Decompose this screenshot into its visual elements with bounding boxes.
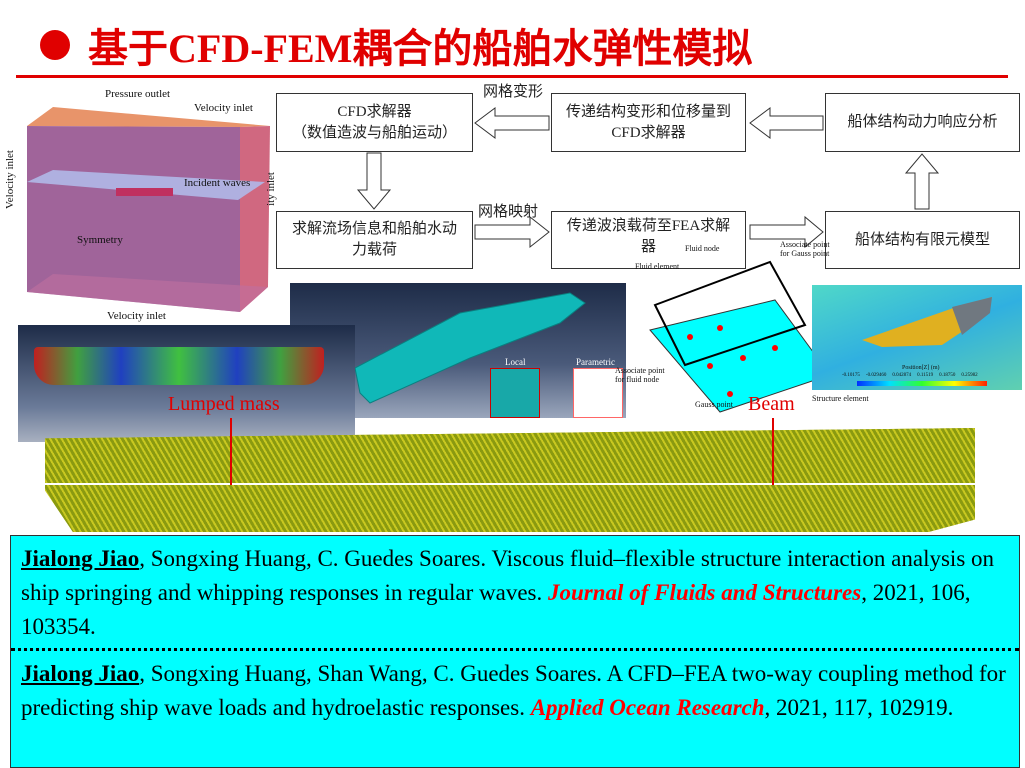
- fe-model-box: 船体结构有限元模型: [825, 211, 1020, 269]
- mesh-deform-label: 网格变形: [483, 84, 544, 100]
- symmetry-label: Symmetry: [77, 234, 123, 246]
- cfd-domain-figure: Pressure outlet Velocity inlet Velocity …: [0, 82, 290, 327]
- local-element-inset: [490, 368, 540, 418]
- lumped-mass-arrow: [230, 418, 232, 485]
- beam-arrow: [772, 418, 774, 485]
- transfer-loads-box: 传递波浪载荷至FEA求解器: [551, 211, 746, 269]
- velocity-inlet-top-label: Velocity inlet: [194, 102, 253, 114]
- incident-waves-label: Incident waves: [184, 177, 251, 189]
- flow-arrows: [356, 107, 940, 249]
- color-scale-bar: [857, 381, 987, 386]
- reference-2: Jialong Jiao, Songxing Huang, Shan Wang,…: [21, 661, 1006, 720]
- beam-deformation-figure: Lumped mass: [18, 325, 355, 442]
- bullet-dot: [40, 30, 70, 60]
- beam-label: Beam: [748, 393, 795, 415]
- title-rule: [16, 75, 1008, 78]
- position-scale-label: Position[Z] (m): [902, 365, 940, 371]
- lumped-mass-label: Lumped mass: [168, 393, 280, 415]
- fluid-node-label: Fluid node: [685, 244, 720, 253]
- structure-element-label: Structure element: [812, 394, 869, 403]
- associate-fluid-label: Associate point for fluid node: [615, 366, 665, 384]
- references-box: Jialong Jiao, Songxing Huang, C. Guedes …: [10, 535, 1020, 768]
- dynamic-response-box: 船体结构动力响应分析: [825, 93, 1020, 152]
- velocity-inlet-bottom-label: Velocity inlet: [107, 310, 166, 322]
- title-text: 基于CFD-FEM耦合的船舶水弹性模拟: [88, 26, 753, 71]
- beam-mode-shape: [34, 347, 324, 385]
- dotted-divider: [11, 648, 1019, 651]
- parametric-element-inset: [573, 368, 623, 418]
- beam-line: [45, 483, 975, 485]
- parametric-label: Parametric: [576, 357, 615, 367]
- flow-loads-box: 求解流场信息和船舶水动力载荷: [276, 211, 473, 269]
- pressure-outlet-label: Pressure outlet: [105, 88, 171, 100]
- reference-1: Jialong Jiao, Songxing Huang, C. Guedes …: [21, 546, 995, 639]
- mesh-map-label: 网格映射: [478, 204, 539, 220]
- fluid-element-label: Fluid element: [635, 262, 680, 271]
- local-label: Local: [505, 357, 526, 367]
- gauss-point-label: Gauss point: [695, 400, 733, 409]
- associate-gauss-label: Associate point for Gauss point: [780, 240, 830, 258]
- fluid-structure-mapping-figure: Fluid node Fluid element Associate point…: [615, 240, 830, 415]
- cfd-solver-box: CFD求解器（数值造波与船舶运动）: [276, 93, 473, 152]
- slide-title: 基于CFD-FEM耦合的船舶水弹性模拟: [40, 16, 752, 74]
- ship-beam-model-figure: [45, 428, 975, 532]
